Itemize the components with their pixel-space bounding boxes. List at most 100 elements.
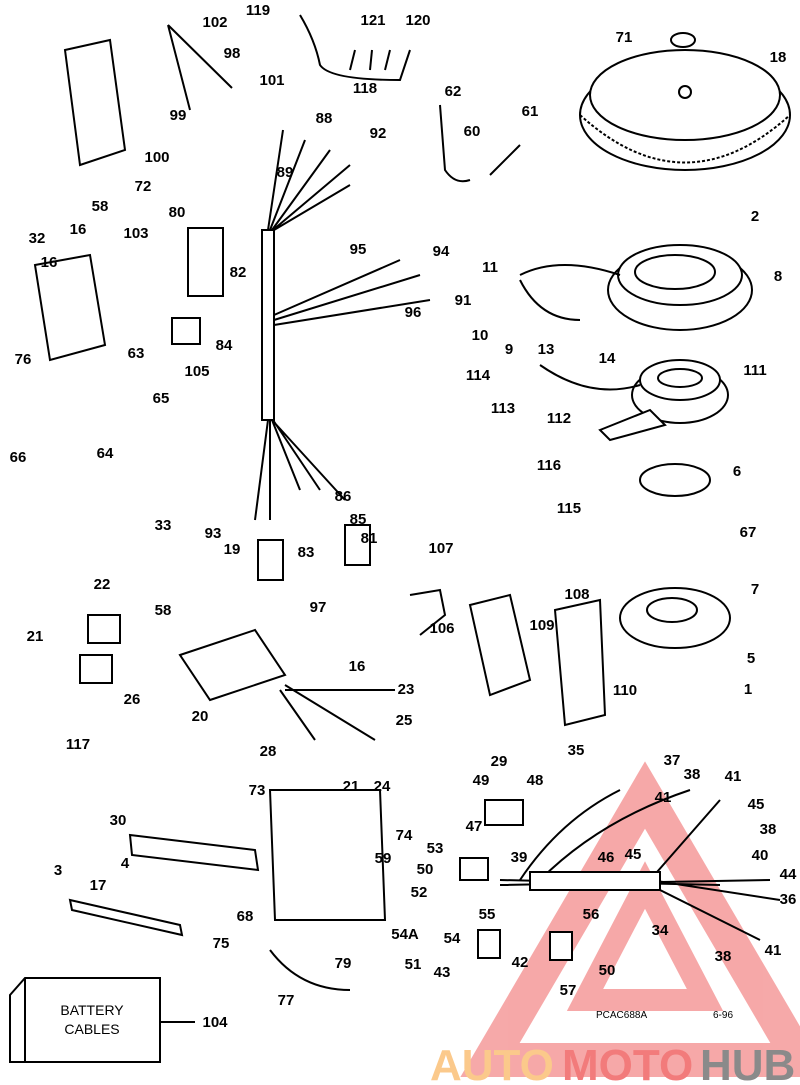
callout-81: 81: [361, 530, 378, 547]
callout-40: 40: [752, 847, 769, 864]
callout-92: 92: [370, 125, 387, 142]
callout-113: 113: [491, 400, 515, 417]
callout-63: 63: [128, 345, 145, 362]
callout-39: 39: [511, 849, 528, 866]
callout-77: 77: [278, 992, 295, 1009]
callout-75: 75: [213, 935, 230, 952]
callout-29: 29: [491, 753, 508, 770]
callout-67: 67: [740, 524, 757, 541]
callout-17: 17: [90, 877, 107, 894]
callout-43: 43: [434, 964, 451, 981]
callout-38: 38: [715, 948, 732, 965]
battery-cables-box: [9, 977, 195, 1063]
callout-21: 21: [27, 628, 44, 645]
rectifier: [33, 253, 107, 362]
callout-83: 83: [298, 544, 315, 561]
callout-76: 76: [15, 351, 32, 368]
callout-115: 115: [557, 500, 581, 517]
callout-4: 4: [121, 855, 130, 872]
callout-37: 37: [664, 752, 681, 769]
watermark-triangle: [460, 761, 800, 1077]
callout-21: 21: [343, 778, 360, 795]
terminal-strip: [128, 833, 260, 872]
callout-104: 104: [202, 1014, 228, 1031]
bracket: [409, 588, 447, 636]
callout-47: 47: [466, 818, 483, 835]
callout-61: 61: [522, 103, 539, 120]
callout-50: 50: [599, 962, 616, 979]
callout-54A: 54A: [391, 926, 419, 943]
drawing-code: PCAC688A: [596, 1010, 647, 1021]
callout-117: 117: [66, 736, 90, 753]
callout-107: 107: [428, 540, 453, 557]
callout-58: 58: [155, 602, 172, 619]
callout-16: 16: [41, 254, 58, 271]
callout-35: 35: [568, 742, 585, 759]
callout-41: 41: [765, 942, 782, 959]
callout-119: 119: [246, 2, 270, 19]
callout-28: 28: [260, 743, 277, 760]
callout-101: 101: [259, 72, 284, 89]
callout-68: 68: [237, 908, 254, 925]
callout-41: 41: [725, 768, 742, 785]
callout-88: 88: [316, 110, 333, 127]
callout-36: 36: [780, 891, 797, 908]
power-pack: [63, 38, 127, 167]
mounting-plate: [268, 789, 387, 921]
callout-73: 73: [249, 782, 266, 799]
callout-55: 55: [479, 906, 496, 923]
callout-85: 85: [350, 511, 367, 528]
callout-25: 25: [396, 712, 413, 729]
callout-46: 46: [598, 849, 615, 866]
watermark-hub: HUB: [700, 1041, 795, 1085]
callout-2: 2: [751, 208, 759, 225]
callout-14: 14: [599, 350, 616, 367]
callout-48: 48: [527, 772, 544, 789]
callout-58: 58: [92, 198, 109, 215]
callout-51: 51: [405, 956, 422, 973]
callout-13: 13: [538, 341, 555, 358]
callout-20: 20: [192, 708, 209, 725]
callout-42: 42: [512, 954, 529, 971]
callout-120: 120: [405, 12, 430, 29]
callout-93: 93: [205, 525, 222, 542]
callout-41: 41: [655, 789, 672, 806]
callout-44: 44: [780, 866, 797, 883]
callout-111: 111: [743, 362, 766, 379]
callout-24: 24: [374, 778, 391, 795]
callout-22: 22: [94, 576, 111, 593]
callout-23: 23: [398, 681, 415, 698]
callout-110: 110: [613, 682, 637, 699]
callout-118: 118: [353, 80, 377, 97]
callout-30: 30: [110, 812, 127, 829]
flywheel-nut: [670, 32, 696, 48]
callout-33: 33: [155, 517, 172, 534]
armature-plate: [619, 587, 731, 649]
callout-114: 114: [466, 367, 491, 384]
callout-74: 74: [396, 827, 413, 844]
callout-97: 97: [310, 599, 327, 616]
callout-16: 16: [70, 221, 87, 238]
callout-54: 54: [444, 930, 461, 947]
ground-strap: [269, 949, 351, 991]
callout-62: 62: [445, 83, 462, 100]
callout-108: 108: [564, 586, 589, 603]
callout-7: 7: [751, 581, 759, 598]
callout-57: 57: [560, 982, 577, 999]
bracket: [468, 593, 532, 697]
callout-8: 8: [774, 268, 782, 285]
stator: [607, 244, 753, 331]
callout-112: 112: [547, 410, 571, 427]
callout-52: 52: [411, 884, 428, 901]
rubber-strip: [68, 898, 184, 937]
timer-leads: [539, 364, 641, 391]
callout-38: 38: [684, 766, 701, 783]
watermark-auto: AUTO: [430, 1041, 554, 1085]
callout-96: 96: [405, 304, 422, 321]
callout-64: 64: [97, 445, 114, 462]
timer-base: [598, 359, 729, 442]
callout-84: 84: [216, 337, 233, 354]
callout-89: 89: [277, 164, 294, 181]
callout-34: 34: [652, 922, 669, 939]
callout-105: 105: [184, 363, 209, 380]
